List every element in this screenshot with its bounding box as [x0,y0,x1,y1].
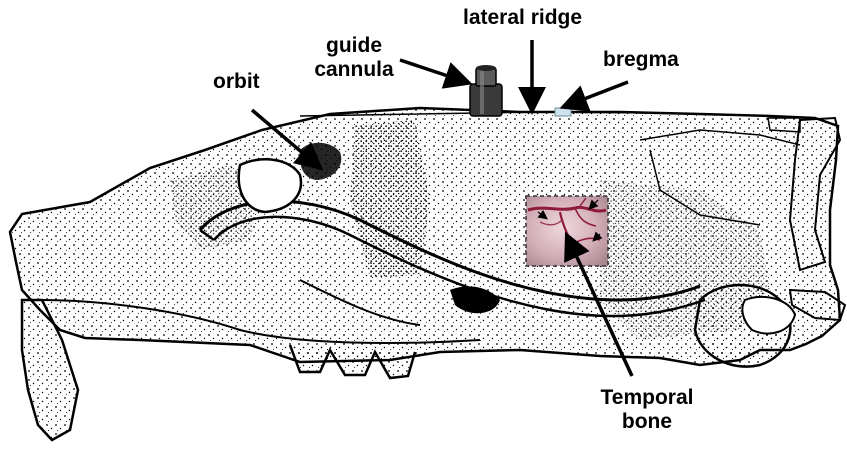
arrow-guide-cannula [400,60,466,82]
arrow-bregma [566,82,628,106]
label-lateral-ridge: lateral ridge [463,6,582,30]
label-temporal-bone-line1: Temporal [588,386,706,410]
label-orbit: orbit [213,70,260,94]
label-guide-cannula-line1: guide [312,34,396,58]
label-guide-cannula-line2: cannula [312,58,396,82]
label-bregma: bregma [603,48,679,72]
label-temporal-bone-line2: bone [588,410,706,434]
label-temporal-bone: Temporal bone [588,386,706,434]
label-guide-cannula: guide cannula [312,34,396,82]
temporal-bone-microscopy-inset [526,196,608,266]
guide-cannula-icon [470,65,502,116]
